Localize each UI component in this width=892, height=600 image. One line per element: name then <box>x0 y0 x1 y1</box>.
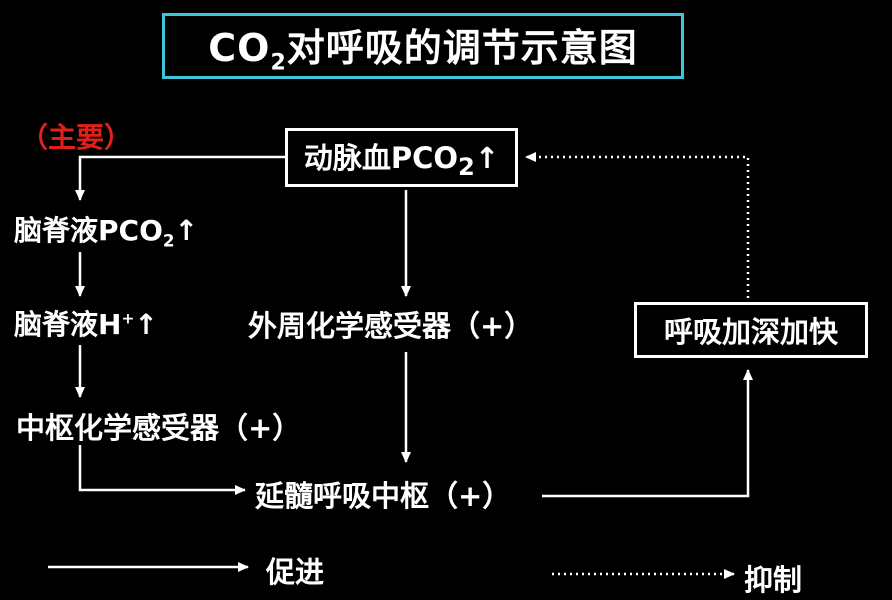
legend-inhibit-label: 抑制 <box>744 563 803 597</box>
arrow-central-to-medulla <box>78 445 246 495</box>
breathing-box: 呼吸加深加快 <box>634 302 868 358</box>
arterial-pco2-label: 动脉血PCO2↑ <box>303 140 500 181</box>
csf-pco2-label: 脑脊液PCO2↑ <box>14 214 199 251</box>
medulla-center-label: 延髓呼吸中枢（+） <box>255 479 512 513</box>
breathing-label: 呼吸加深加快 <box>663 315 838 349</box>
page-title: CO2对呼吸的调节示意图 <box>208 25 638 76</box>
arrow-medulla-to-breathing <box>542 369 753 498</box>
arrow-breathing-inhibits-arterial <box>525 152 750 298</box>
main-note: （主要） <box>20 121 133 154</box>
legend-promote-label: 促进 <box>266 555 325 589</box>
arrow-arterial-to-csf-pco2 <box>75 155 285 201</box>
title-box: CO2对呼吸的调节示意图 <box>162 13 684 79</box>
peripheral-chemoreceptor-label: 外周化学感受器（+） <box>248 309 534 343</box>
csf-h-label: 脑脊液H+↑ <box>14 308 158 341</box>
central-chemoreceptor-label: 中枢化学感受器（+） <box>16 411 302 445</box>
arterial-pco2-box: 动脉血PCO2↑ <box>285 128 518 187</box>
